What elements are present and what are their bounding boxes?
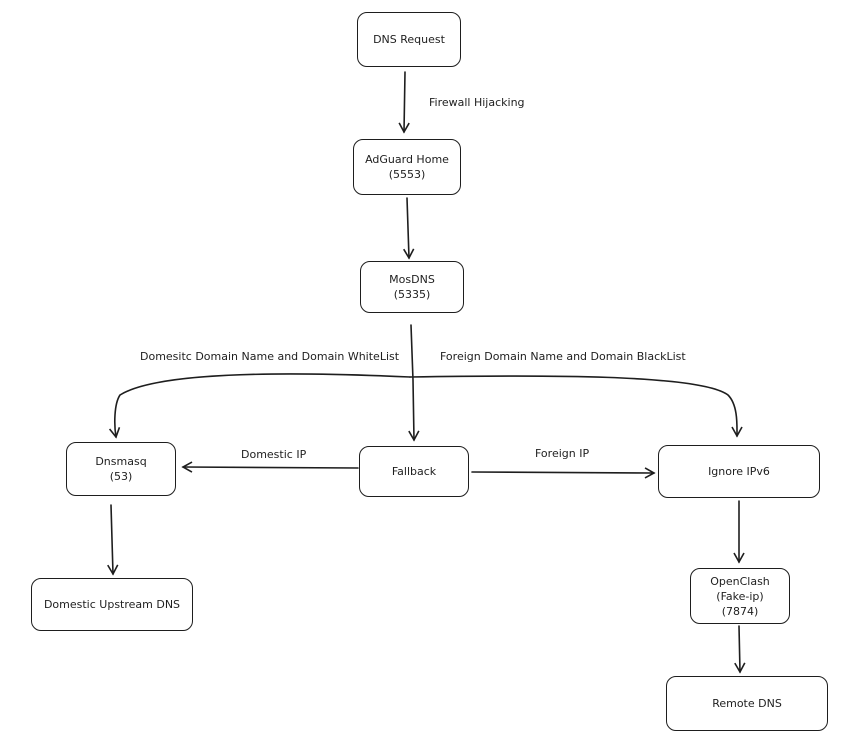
label-foreign-domain-blacklist: Foreign Domain Name and Domain BlackList — [440, 350, 686, 363]
label-foreign-ip: Foreign IP — [535, 447, 590, 460]
node-ignore-ipv6: Ignore IPv6 — [658, 445, 820, 498]
node-domestic-upstream-dns: Domestic Upstream DNS — [31, 578, 193, 631]
node-dnsmasq: Dnsmasq (53) — [66, 442, 176, 496]
node-adguard-home: AdGuard Home (5553) — [353, 139, 461, 195]
node-fallback: Fallback — [359, 446, 469, 497]
label-domestic-domain-whitelist: Domesitc Domain Name and Domain WhiteLis… — [140, 350, 400, 363]
arrow-fallback-to-ignore-ipv6 — [471, 467, 656, 479]
arrow-mosdns-to-ignore-ipv6-curve — [409, 375, 743, 438]
node-dns-request: DNS Request — [357, 12, 461, 67]
arrow-fallback-to-dnsmasq — [181, 461, 359, 473]
label-domestic-ip: Domestic IP — [241, 448, 307, 461]
label-firewall-hijacking: Firewall Hijacking — [429, 96, 525, 109]
node-mosdns: MosDNS (5335) — [360, 261, 464, 313]
arrow-request-to-adguard — [398, 71, 410, 134]
arrow-dnsmasq-to-domestic-upstream — [107, 504, 119, 576]
arrow-mosdns-to-fallback — [408, 324, 420, 442]
node-openclash: OpenClash (Fake-ip) (7874) — [690, 568, 790, 624]
arrow-openclash-to-remote-dns — [734, 625, 746, 674]
arrow-mosdns-to-dnsmasq-curve — [108, 373, 411, 439]
node-remote-dns: Remote DNS — [666, 676, 828, 731]
arrow-adguard-to-mosdns — [403, 197, 415, 260]
